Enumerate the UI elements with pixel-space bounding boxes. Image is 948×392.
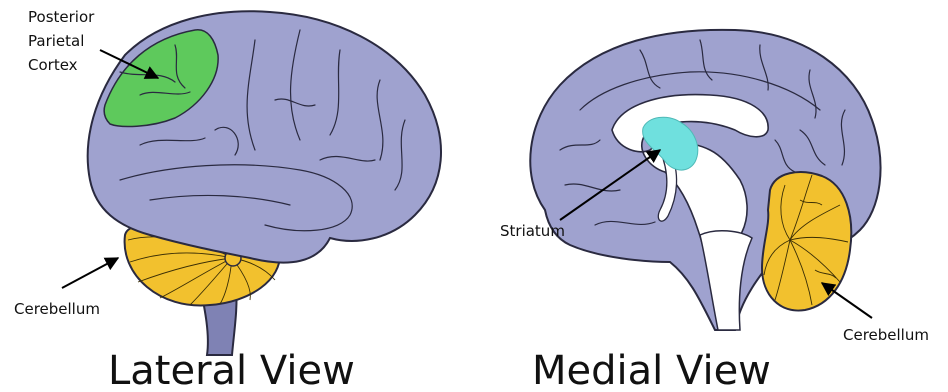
label-lateral-cerebellum: Cerebellum [14, 258, 118, 318]
lateral-view-title: Lateral View [108, 348, 355, 392]
lateral-cortex [88, 11, 441, 262]
ppc-label-line-3: Cortex [28, 56, 78, 74]
striatum-label: Striatum [500, 222, 565, 240]
medial-view [530, 30, 880, 330]
label-medial-cerebellum: Cerebellum [822, 283, 929, 344]
medial-cerebellum [762, 172, 851, 310]
medial-view-title: Medial View [532, 348, 771, 392]
ppc-label-line-2: Parietal [28, 32, 84, 50]
ppc-label-line-1: Posterior [28, 8, 95, 26]
lateral-cerebellum-label: Cerebellum [14, 300, 100, 318]
medial-cerebellum-arrow [822, 283, 872, 318]
medial-cerebellum-label: Cerebellum [843, 326, 929, 344]
lateral-cerebellum-arrow [62, 258, 118, 288]
lateral-view [88, 11, 441, 355]
